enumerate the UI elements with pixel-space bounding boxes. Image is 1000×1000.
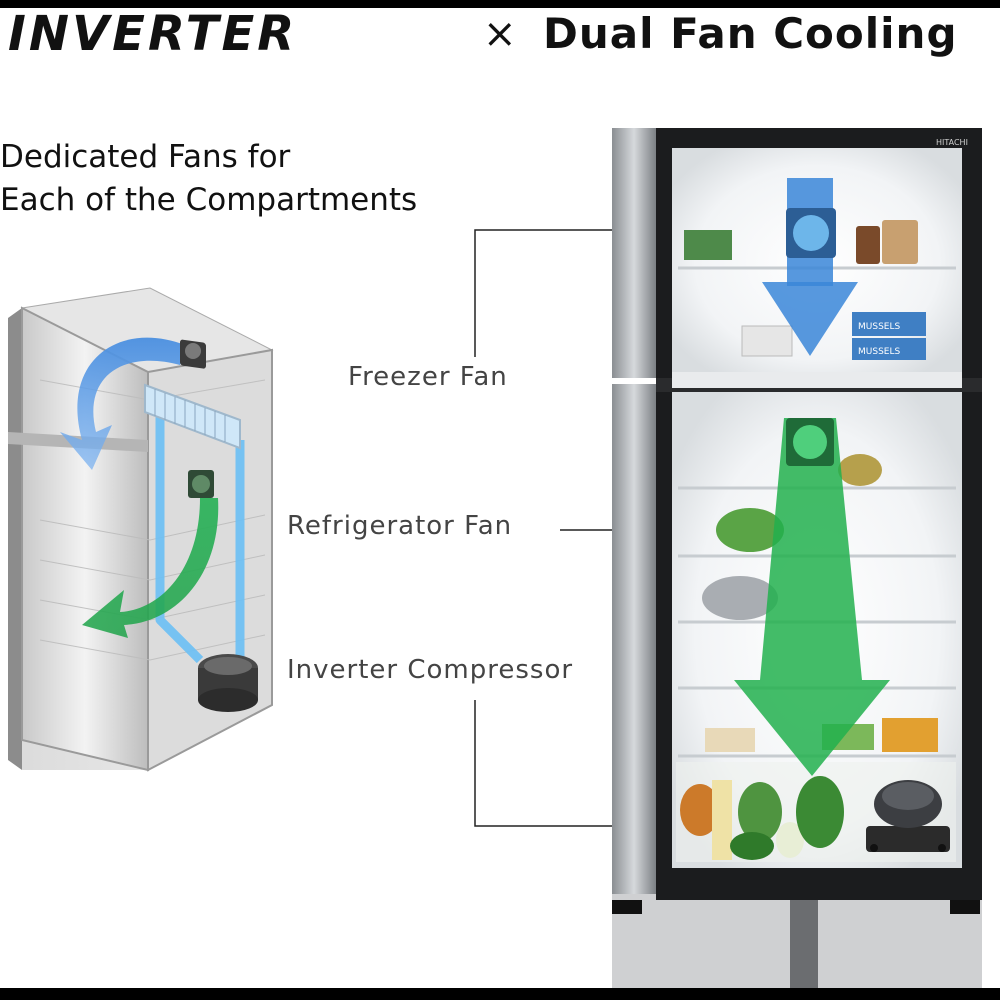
top-border bbox=[0, 0, 1000, 8]
fridge-fan-blade bbox=[793, 425, 827, 459]
salad-bowl bbox=[716, 508, 784, 552]
evaporator bbox=[144, 383, 241, 450]
product-label: MUSSELS bbox=[858, 347, 900, 357]
subtitle: Dedicated Fans for Each of the Compartme… bbox=[0, 136, 480, 222]
fridge-airflow-arrow bbox=[734, 418, 890, 776]
fan-icon bbox=[188, 470, 214, 498]
freezer-fan-blade bbox=[793, 215, 829, 251]
headline-tagline: Dual Fan Cooling bbox=[543, 9, 958, 58]
food-pack bbox=[705, 728, 755, 752]
bottom-border bbox=[0, 988, 1000, 1000]
jar bbox=[856, 226, 880, 264]
food-pack bbox=[684, 230, 732, 260]
freezer-airflow-arrow bbox=[762, 178, 858, 356]
callout-refrigerator-fan: Refrigerator Fan bbox=[287, 511, 513, 541]
photo-fridge: MUSSELS MUSSELS bbox=[612, 128, 982, 988]
fan-icon bbox=[180, 339, 206, 369]
brand-title: INVERTER bbox=[8, 6, 298, 62]
cheese bbox=[882, 718, 938, 752]
container bbox=[741, 325, 793, 357]
product-box bbox=[852, 338, 926, 360]
headline: INVERTER × Dual Fan Cooling bbox=[8, 6, 998, 62]
headline-separator: × bbox=[483, 11, 517, 57]
pot bbox=[702, 576, 778, 620]
fridge-logo: HITACHI bbox=[936, 138, 968, 147]
callout-inverter-compressor: Inverter Compressor bbox=[287, 655, 574, 685]
product-label: MUSSELS bbox=[858, 322, 900, 332]
cutaway-fridge bbox=[8, 287, 274, 772]
compressor-icon bbox=[198, 654, 258, 712]
callout-freezer-fan: Freezer Fan bbox=[348, 362, 508, 392]
compressor-icon bbox=[866, 780, 950, 852]
product-box bbox=[852, 312, 926, 336]
jar bbox=[882, 220, 918, 264]
freezer-airflow-arrow bbox=[60, 337, 185, 470]
fridge-airflow-arrow bbox=[82, 498, 219, 638]
subtitle-line-2: Each of the Compartments bbox=[0, 182, 418, 218]
jar bbox=[838, 454, 882, 486]
subtitle-line-1: Dedicated Fans for bbox=[0, 139, 291, 175]
